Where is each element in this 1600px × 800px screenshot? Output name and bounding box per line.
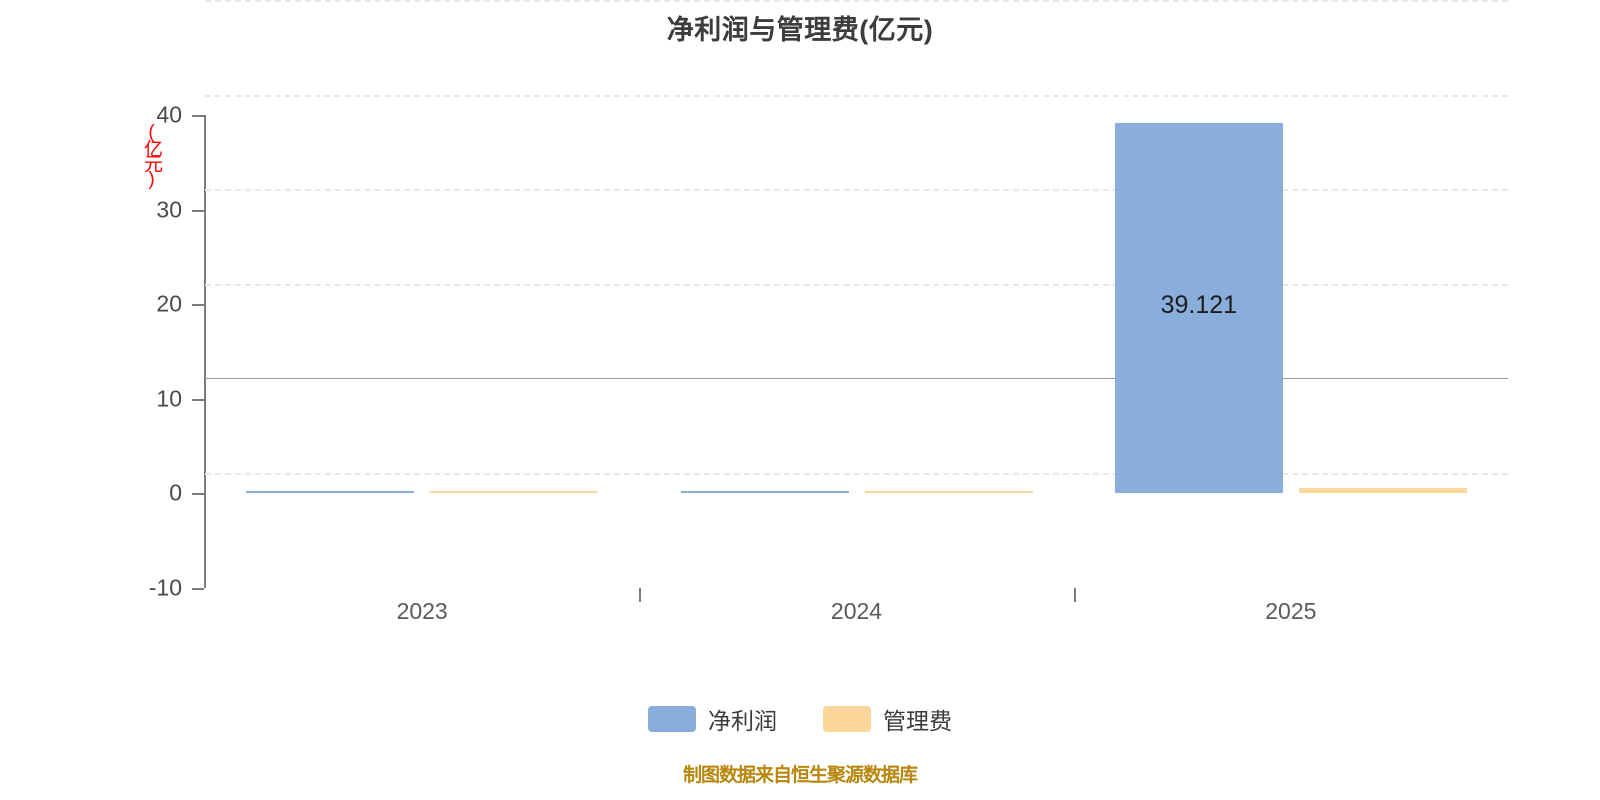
y-tick-label: 10: [156, 385, 182, 412]
chart-title: 净利润与管理费(亿元): [666, 15, 934, 45]
x-tick-mark: [1073, 588, 1076, 602]
gridline-10: [205, 283, 1508, 286]
gridline-30: [205, 94, 1508, 97]
legend-swatch-icon: [823, 706, 871, 732]
bar-2025-净利润[interactable]: [1114, 123, 1283, 494]
y-tick-label: 30: [156, 196, 182, 223]
bar-2024-管理费[interactable]: [864, 491, 1033, 494]
y-tick-mark-20: [192, 304, 204, 307]
y-axis-unit-label: (亿元): [141, 122, 162, 186]
bar-2024-净利润[interactable]: [680, 491, 849, 494]
y-tick-mark-30: [192, 209, 204, 212]
bar-2025-管理费[interactable]: [1298, 488, 1467, 494]
y-tick-mark-0: [192, 493, 204, 496]
x-tick-label-2024: 2024: [830, 598, 883, 624]
y-tick-label: 0: [169, 479, 182, 506]
bar-value-label: 39.121: [1160, 291, 1238, 320]
x-tick-label-2025: 2025: [1265, 598, 1317, 624]
gridline-20: [205, 189, 1508, 192]
gridline-0: [205, 378, 1508, 380]
x-tick-mark: [639, 588, 642, 602]
y-axis-line: [204, 115, 206, 588]
y-tick-label: -10: [148, 574, 182, 601]
legend-label: 净利润: [708, 708, 777, 734]
y-tick-mark-10: [192, 398, 204, 401]
y-tick-label: 20: [156, 290, 182, 317]
chart-legend: 净利润 管理费: [0, 702, 1600, 736]
x-tick-label-2023: 2023: [396, 598, 448, 624]
footer-source-note: 制图数据来自恒生聚源数据库: [682, 765, 918, 786]
gridline-40: [205, 0, 1508, 2]
y-tick-mark-40: [192, 115, 204, 117]
y-tick-label: 40: [156, 101, 182, 128]
y-tick-mark--10: [192, 588, 204, 590]
plot-area: [205, 115, 1508, 588]
bar-2023-净利润[interactable]: [246, 491, 415, 494]
legend-label: 管理费: [883, 708, 952, 734]
bar-2023-管理费[interactable]: [430, 491, 599, 494]
legend-item-净利润[interactable]: 净利润: [648, 702, 777, 736]
legend-swatch-icon: [648, 706, 696, 732]
legend-item-管理费[interactable]: 管理费: [823, 702, 952, 736]
gridline--10: [205, 473, 1508, 475]
